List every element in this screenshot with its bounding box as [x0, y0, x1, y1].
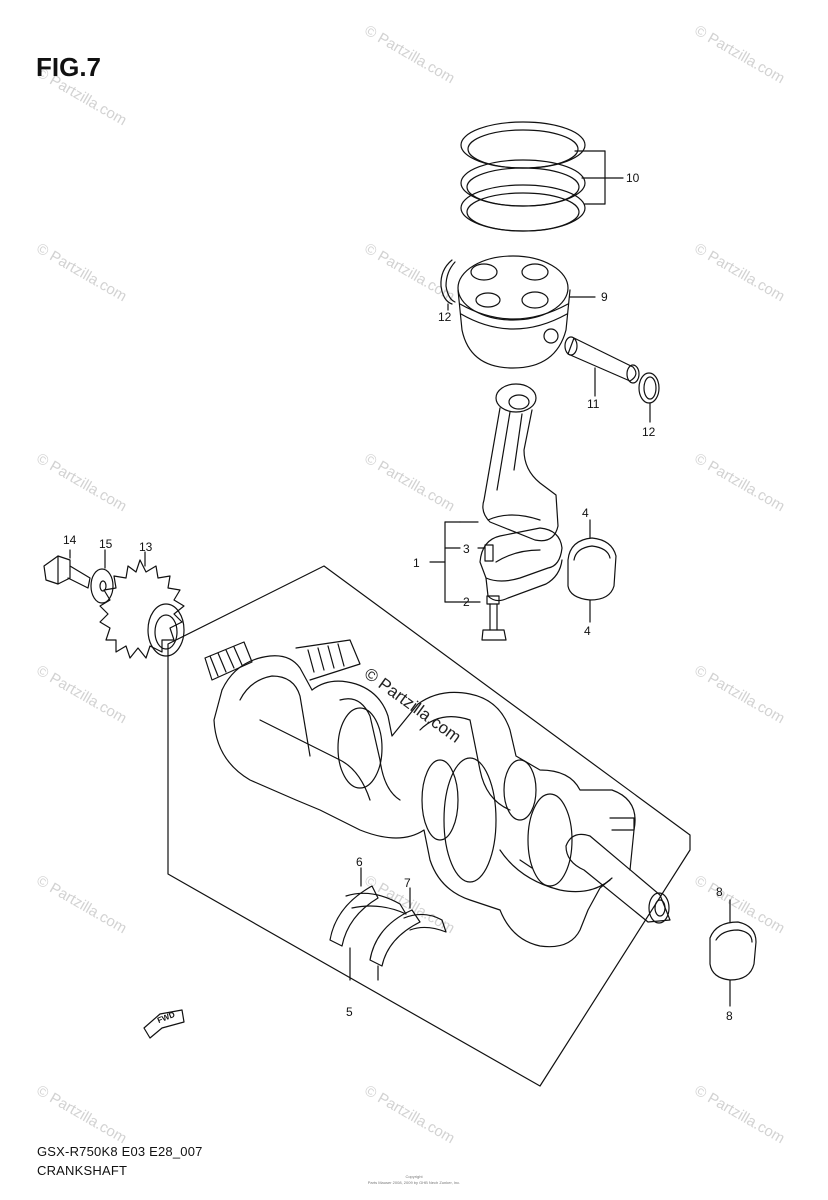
- callout-3: 3: [463, 542, 470, 556]
- copyright-line: Copyright: [405, 1174, 423, 1179]
- callout-6: 6: [356, 855, 363, 869]
- crankshaft-frame: [167, 565, 691, 1087]
- callout-7: 7: [404, 876, 411, 890]
- piston-pin-drawing: [564, 336, 640, 397]
- callout-13: 13: [139, 540, 153, 554]
- circlip-left-drawing: [440, 259, 456, 311]
- gear-bolt-drawing: [43, 549, 91, 589]
- washer-drawing: [90, 549, 114, 604]
- copyright-detail: Parts Mauser 2008, 2009 by GHB Nech Zunk…: [367, 1180, 461, 1185]
- main-bearing-drawing: [709, 899, 757, 1007]
- callout-11: 11: [587, 397, 600, 411]
- callout-9: 9: [601, 290, 608, 304]
- crankshaft-drawing: [204, 639, 671, 948]
- callout-12-left: 12: [438, 310, 452, 324]
- model-code: GSX-R750K8 E03 E28_007: [37, 1144, 203, 1159]
- callout-10: 10: [626, 171, 640, 185]
- callout-8-top: 8: [716, 885, 723, 899]
- thrust-bearing-drawing: [329, 867, 447, 981]
- callout-8-bottom: 8: [726, 1009, 733, 1023]
- gear-drawing: [99, 551, 185, 659]
- fwd-arrow: [143, 1009, 185, 1039]
- conrod-bearing-drawing: [567, 519, 617, 623]
- callout-15: 15: [99, 537, 113, 551]
- figure-title: FIG.7: [36, 52, 102, 82]
- callout-5: 5: [346, 1005, 353, 1019]
- callout-4-bottom: 4: [584, 624, 591, 638]
- section-name: CRANKSHAFT: [37, 1163, 128, 1178]
- piston-rings-drawing: [460, 121, 624, 232]
- callout-1: 1: [413, 556, 420, 570]
- callout-12-right: 12: [642, 425, 656, 439]
- piston-drawing: [457, 255, 596, 369]
- callout-14: 14: [63, 533, 77, 547]
- connecting-rod-drawing: [429, 383, 563, 641]
- callout-4-top: 4: [582, 506, 589, 520]
- callout-2: 2: [463, 595, 470, 609]
- circlip-right-drawing: [638, 372, 660, 423]
